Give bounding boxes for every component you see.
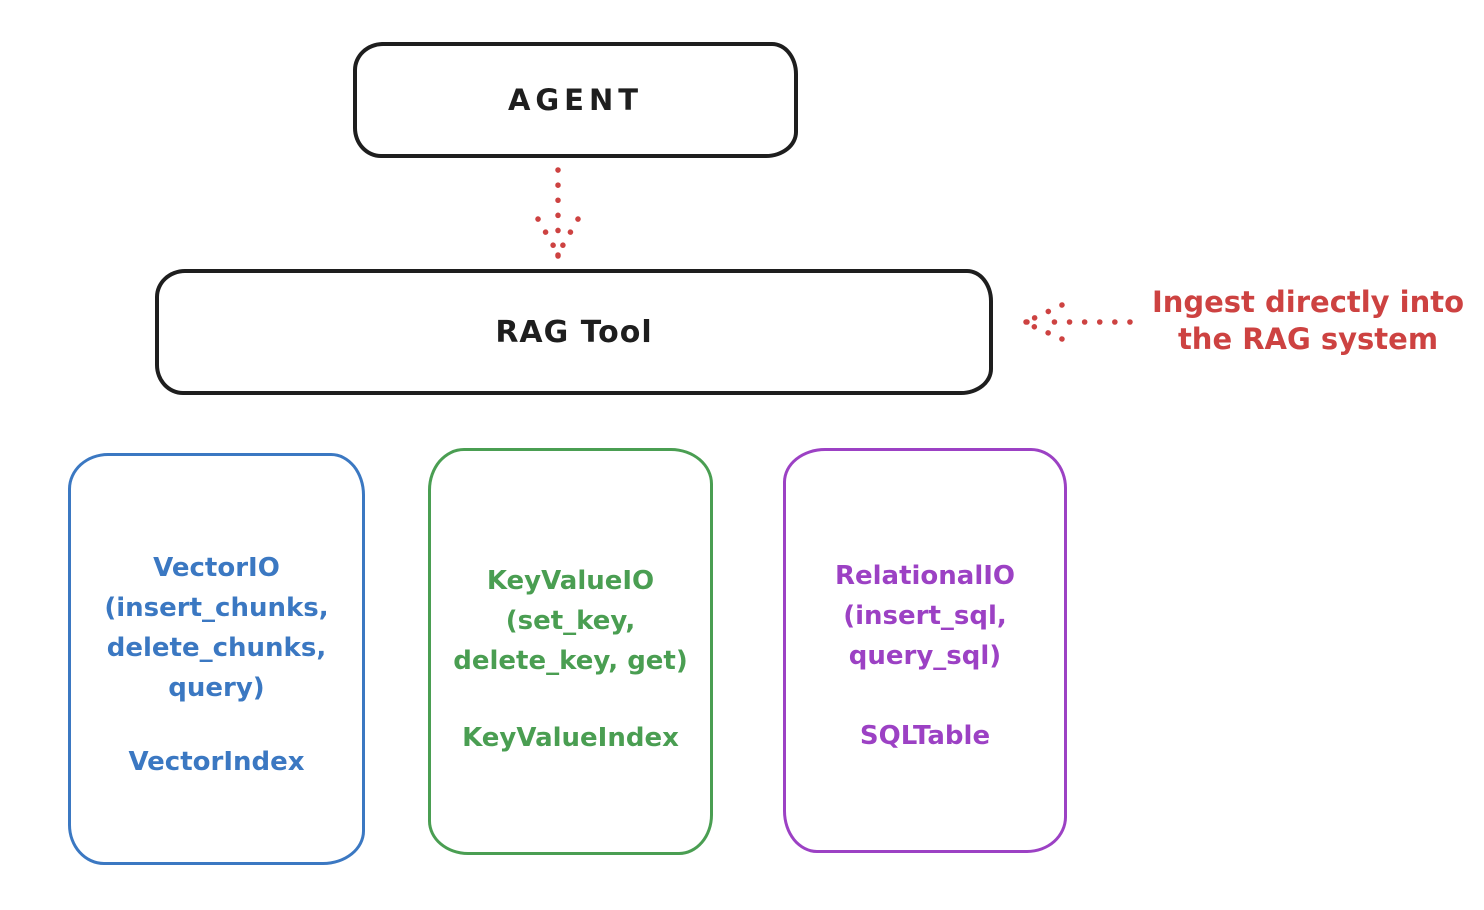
rag-tool-box-label: RAG Tool — [495, 314, 653, 350]
sqltable-label: SQLTable — [859, 721, 991, 751]
keyvalueio-box: KeyValueIO (set_key, delete_key, get) Ke… — [428, 448, 713, 855]
keyvalueio-line: delete_key, get) — [453, 646, 688, 676]
relationalio-box: RelationalIO (insert_sql, query_sql) SQL… — [783, 448, 1067, 853]
agent-box-label: AGENT — [507, 83, 644, 117]
ingest-annotation-line2: the RAG system — [1177, 322, 1439, 356]
keyvalueio-lines: KeyValueIO (set_key, delete_key, get) — [431, 561, 710, 681]
keyvalueio-line: KeyValueIO — [486, 566, 655, 596]
rag-tool-box: RAG Tool — [155, 269, 993, 395]
vectorio-box: VectorIO (insert_chunks, delete_chunks, … — [68, 453, 365, 865]
dotted-arrow-down-icon — [535, 167, 581, 259]
ingest-annotation-line1: Ingest directly into — [1151, 285, 1465, 319]
ingest-annotation: Ingest directly into the RAG system — [1140, 284, 1476, 358]
relationalio-line: query_sql) — [848, 641, 1002, 671]
dotted-arrow-left-icon — [1023, 302, 1133, 342]
keyvalueindex-label: KeyValueIndex — [462, 723, 679, 753]
agent-box: AGENT — [353, 42, 798, 158]
vectorio-lines: VectorIO (insert_chunks, delete_chunks, … — [71, 548, 362, 708]
vectorio-line: (insert_chunks, — [104, 593, 329, 623]
vectorio-line: delete_chunks, — [106, 633, 327, 663]
relationalio-lines: RelationalIO (insert_sql, query_sql) — [786, 556, 1064, 676]
vectorio-line: query) — [168, 673, 265, 703]
vectorio-line: VectorIO — [153, 553, 280, 583]
keyvalueio-line: (set_key, — [505, 606, 636, 636]
vectorindex-label: VectorIndex — [128, 747, 305, 777]
relationalio-line: (insert_sql, — [843, 601, 1007, 631]
relationalio-line: RelationalIO — [834, 561, 1016, 591]
